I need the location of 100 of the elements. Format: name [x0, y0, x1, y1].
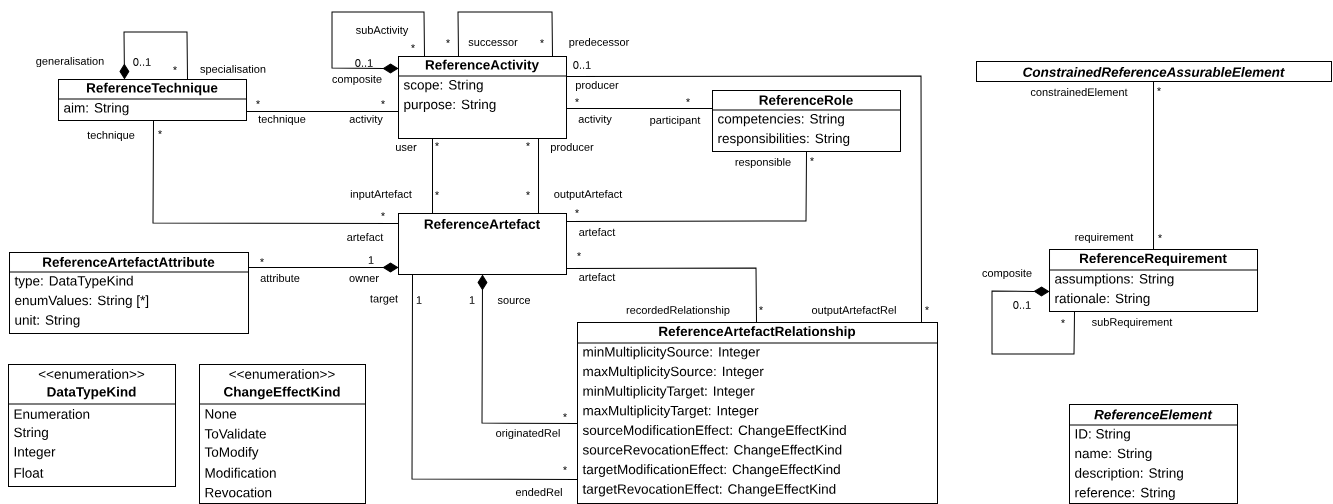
role-name: successor	[468, 40, 518, 46]
role-name: owner	[349, 276, 379, 282]
attribute-text: name: String	[1075, 448, 1152, 461]
attribute-text: targetRevocationEffect: ChangeEffectKind	[582, 483, 836, 497]
multiplicity-label: *	[411, 44, 415, 49]
class-name: ReferenceRole	[759, 95, 853, 105]
association-line	[152, 120, 399, 224]
class-name: ReferenceArtefactRelationship	[659, 326, 856, 339]
multiplicity-label: *	[381, 212, 385, 217]
role-name: artefact	[579, 273, 616, 282]
attribute-text: reference: String	[1075, 487, 1175, 501]
role-name: outputArtefact	[554, 189, 623, 201]
composition-line	[119, 31, 188, 80]
role-name: participant	[650, 115, 701, 127]
multiplicity-label: *	[256, 100, 260, 105]
class-name: ChangeEffectKind	[224, 386, 340, 400]
attribute-text: maxMultiplicityTarget: Integer	[583, 405, 759, 419]
multiplicity-label: *	[575, 209, 579, 214]
multiplicity-label: *	[526, 142, 530, 147]
multiplicity-label: 0..1	[133, 58, 151, 66]
attribute-text: type: DataTypeKind	[14, 275, 133, 289]
role-name: subActivity	[356, 25, 409, 37]
class-name: ReferenceArtefact	[424, 219, 540, 229]
multiplicity-label: *	[526, 191, 530, 196]
multiplicity-label: *	[759, 306, 763, 311]
attribute-text: aim: String	[64, 102, 129, 116]
multiplicity-label: *	[1157, 87, 1161, 92]
attribute-text: ID: String	[1075, 428, 1130, 442]
class-box	[1048, 249, 1258, 312]
class-box	[7, 364, 176, 487]
class-box	[57, 79, 247, 121]
role-name: predecessor	[569, 37, 630, 49]
attribute-text: minMultiplicitySource: Integer	[583, 346, 760, 360]
composition-line	[331, 11, 425, 74]
attribute-text: ToModify	[204, 446, 259, 460]
multiplicity-label: *	[173, 66, 177, 71]
multiplicity-label: *	[435, 142, 439, 147]
class-name: ReferenceElement	[1094, 409, 1213, 420]
attribute-text: responsibilities: String	[718, 133, 850, 146]
role-name: generalisation	[36, 56, 104, 68]
attribute-text: sourceRevocationEffect: ChangeEffectKind	[582, 444, 842, 458]
multiplicity-label: 1	[416, 296, 422, 304]
class-box	[1068, 404, 1238, 504]
attribute-text: Enumeration	[14, 409, 90, 419]
attribute-text: targetModificationEffect: ChangeEffectKind	[582, 464, 840, 477]
composition-line	[991, 286, 1075, 355]
multiplicity-label: *	[260, 258, 264, 263]
multiplicity-label: *	[925, 306, 929, 311]
multiplicity-label: *	[686, 98, 690, 103]
association-line	[246, 111, 399, 112]
class-name: DataTypeKind	[47, 386, 136, 400]
multiplicity-label: *	[577, 252, 581, 257]
attribute-text: purpose: String	[404, 99, 496, 112]
class-name: ConstrainedReferenceAssurableElement	[1023, 67, 1285, 77]
class-name: ReferenceActivity	[425, 59, 539, 73]
role-name: artefact	[579, 228, 616, 237]
multiplicity-label: *	[381, 100, 385, 105]
multiplicity-label: *	[435, 191, 439, 196]
stereotype-label: <<enumeration>>	[38, 369, 145, 379]
attribute-text: rationale: String	[1055, 293, 1150, 306]
attribute-text: minMultiplicityTarget: Integer	[583, 385, 755, 399]
multiplicity-label: 0..1	[1013, 301, 1031, 309]
multiplicity-label: 0..1	[355, 59, 373, 67]
role-name: producer	[576, 80, 619, 92]
attribute-text: maxMultiplicitySource: Integer	[583, 366, 764, 379]
class-box	[576, 322, 938, 504]
role-name: source	[497, 298, 530, 304]
class-box	[198, 364, 366, 504]
role-name: endedRel	[515, 487, 562, 497]
multiplicity-label: *	[158, 130, 162, 135]
attribute-text: sourceModificationEffect: ChangeEffectKind	[582, 425, 846, 438]
multiplicity-label: *	[563, 466, 567, 471]
multiplicity-label: *	[1158, 234, 1162, 239]
association-line	[566, 108, 713, 109]
role-name: inputArtefact	[350, 189, 412, 201]
attribute-text: None	[205, 409, 237, 419]
multiplicity-label: 1	[469, 296, 475, 304]
association-line	[566, 267, 757, 323]
role-name: producer	[551, 142, 594, 154]
multiplicity-label: *	[1061, 319, 1065, 324]
role-name: target	[370, 295, 398, 305]
multiplicity-label: 1	[368, 256, 374, 264]
association-line	[538, 138, 539, 214]
multiplicity-label: *	[563, 413, 567, 418]
multiplicity-label: *	[446, 39, 450, 44]
class-box	[398, 213, 567, 275]
role-name: specialisation	[200, 64, 266, 76]
attribute-text: scope: String	[403, 79, 483, 93]
attribute-text: Revocation	[205, 487, 272, 498]
class-name: ReferenceRequirement	[1080, 253, 1227, 266]
role-name: technique	[87, 130, 135, 142]
attribute-text: unit: String	[15, 314, 80, 328]
attribute-text: competencies: String	[718, 113, 844, 127]
attribute-text: Float	[14, 467, 44, 478]
attribute-text: enumValues: String [*]	[15, 295, 149, 308]
association-line	[1153, 81, 1154, 250]
association-line	[566, 151, 807, 222]
multiplicity-label: 0..1	[573, 61, 591, 69]
attribute-text: Integer	[14, 447, 56, 460]
composition-line	[248, 262, 399, 273]
